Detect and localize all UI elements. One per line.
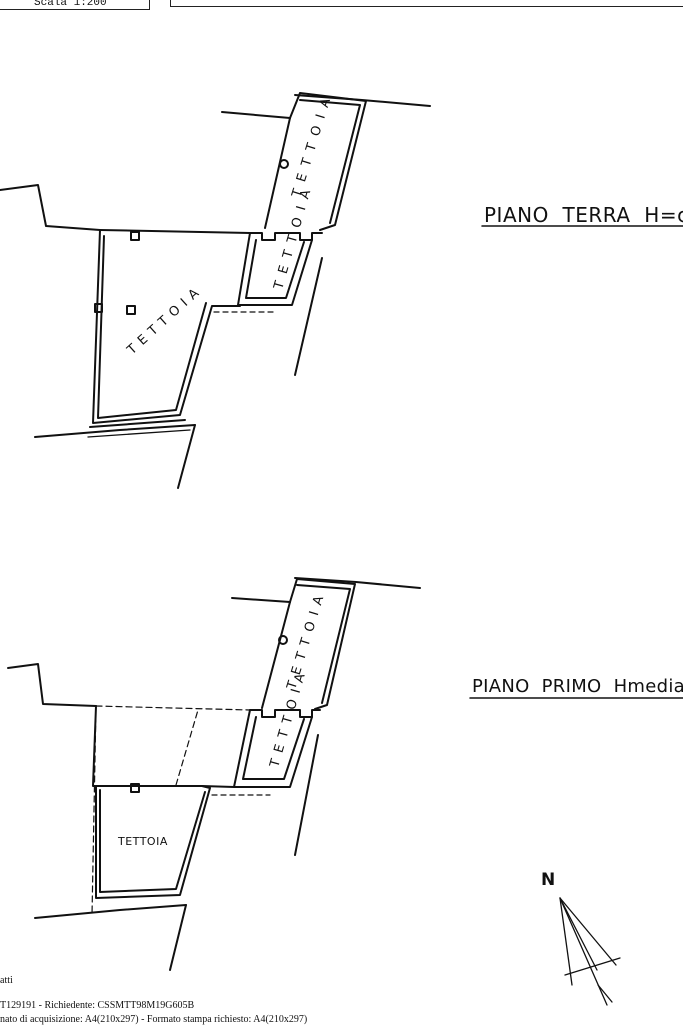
footer-line-1: atti [0,975,13,986]
label-tettoia-ground-strip-top: TETTOIA [289,89,336,200]
plan-ground-floor [0,92,431,489]
scale-label: Scala 1:200 [0,0,150,10]
title-piano-terra: PIANO TERRA H=cm [484,203,683,227]
footer-line-3: nato di acquisizione: A4(210x297) - Form… [0,1014,308,1025]
label-tettoia-first-left: TETTOIA [117,835,168,848]
north-label: N [541,870,555,890]
plan-first-floor [7,577,421,971]
title-block-border [170,0,683,7]
footer-line-2: T129191 - Richiedente: CSSMTT98M19G605B [0,1000,195,1011]
title-piano-primo: PIANO PRIMO Hmedia=cm [472,676,683,697]
north-arrow-icon [559,897,621,1006]
